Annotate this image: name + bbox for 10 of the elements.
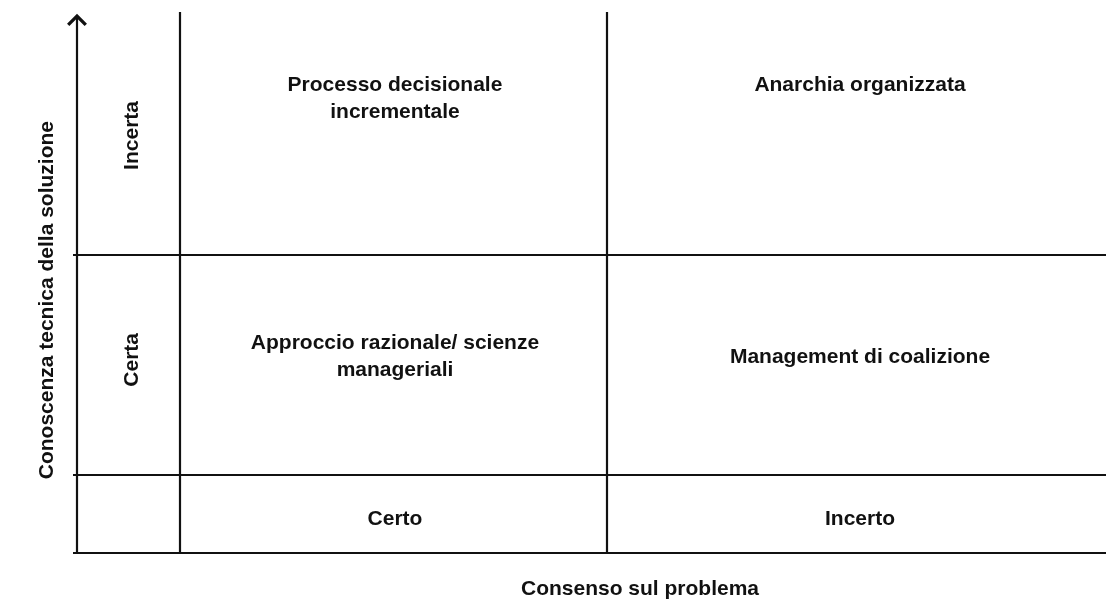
- axis-title: Conoscenza tecnica della soluzione: [32, 120, 58, 480]
- row-header: Certa: [117, 333, 143, 387]
- column-header: Incerto: [825, 505, 895, 531]
- quadrant-text: Anarchia organizzata: [754, 71, 966, 97]
- quadrant-text: Processo decisionale incrementale: [286, 71, 504, 124]
- quadrant-text: Approccio razionale/ scienze manageriali: [249, 329, 541, 382]
- quadrant-text: Management di coalizione: [729, 342, 991, 369]
- row-header: Incerta: [117, 100, 143, 170]
- axis-title: Consenso sul problema: [520, 574, 759, 601]
- column-header: Certo: [367, 505, 423, 531]
